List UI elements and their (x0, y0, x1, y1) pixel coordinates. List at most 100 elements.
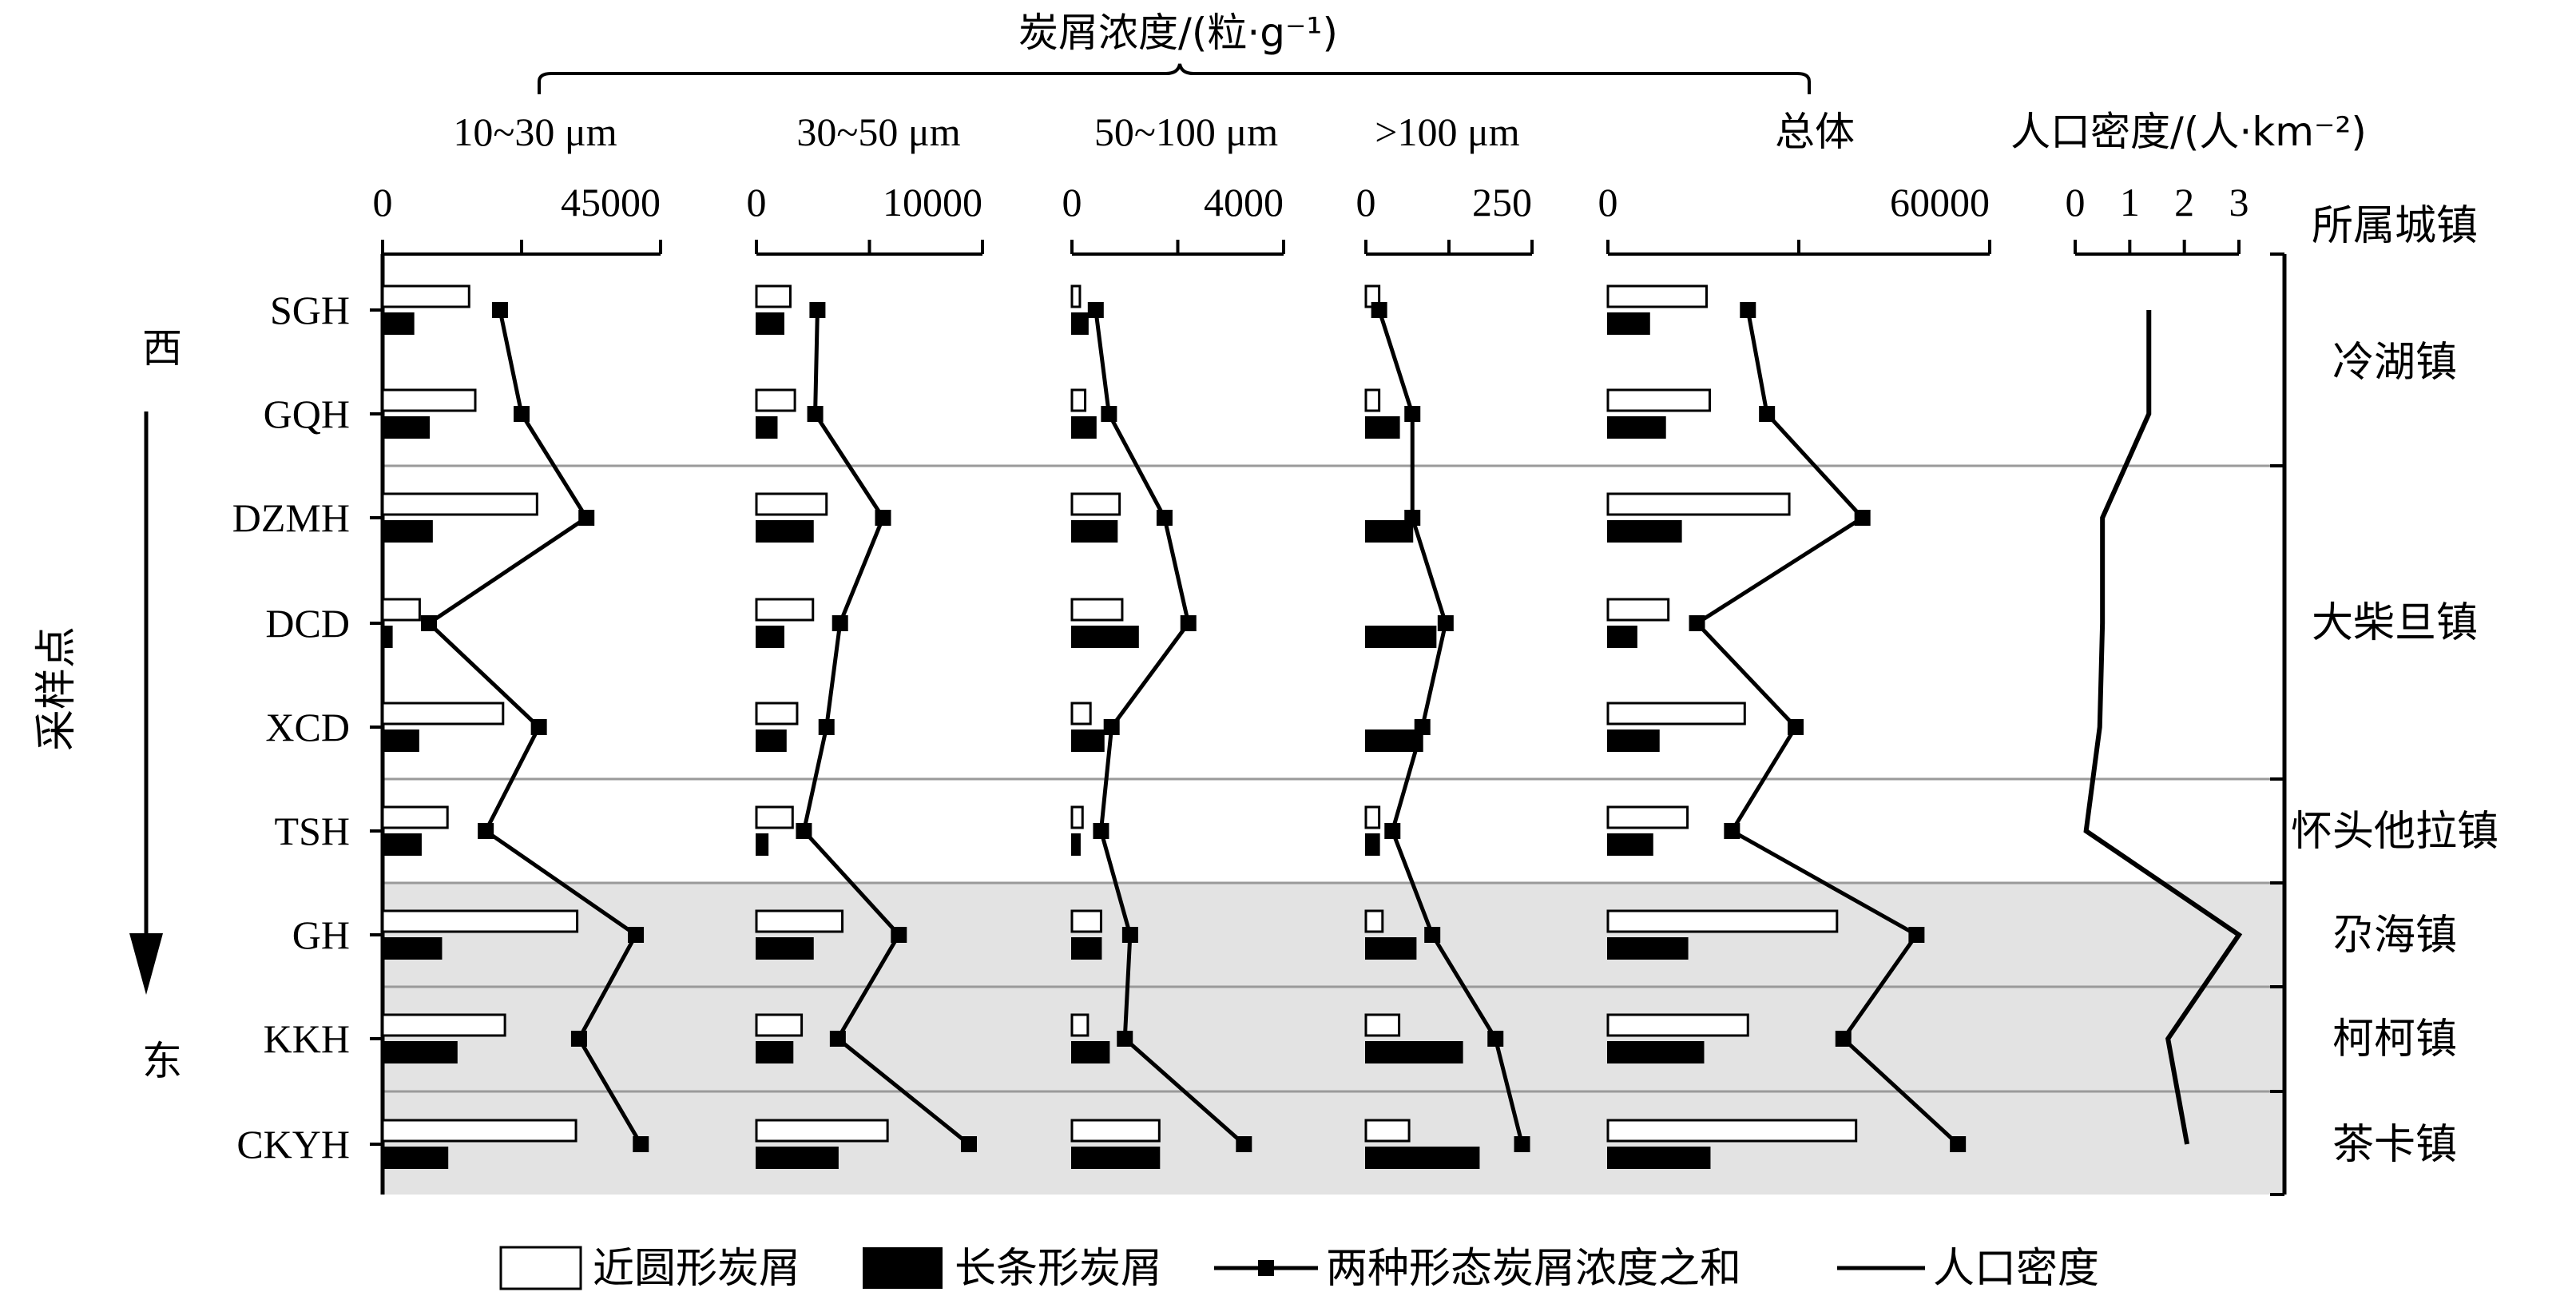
bar-near-round (1070, 1119, 1161, 1143)
sum-marker (570, 1031, 587, 1047)
bar-elongated (1607, 729, 1660, 752)
bar-elongated (756, 729, 787, 752)
town-separator-layer (383, 464, 2284, 1093)
sum-marker (818, 719, 835, 735)
panel-label: 10~30 μm (453, 109, 617, 154)
bar-elongated (756, 937, 814, 960)
sum-marker (514, 406, 530, 422)
legend-label: 两种形态炭屑浓度之和 (1326, 1245, 1741, 1293)
bar-elongated (382, 937, 443, 960)
bar-elongated (382, 1041, 458, 1063)
legend-swatch-filled (863, 1247, 943, 1289)
population-label: 人口密度/(人·km⁻²) (2010, 109, 2367, 155)
shaded-region (383, 883, 2284, 1195)
bar-near-round (381, 492, 538, 516)
bar-near-round (1606, 1013, 1749, 1037)
direction-west: 西 (142, 325, 182, 372)
y-axis-title: 采样点 (33, 626, 81, 751)
bar-elongated (382, 520, 433, 543)
town-name: 柯柯镇 (2332, 1016, 2457, 1063)
bar-elongated (1607, 312, 1650, 335)
direction-east: 东 (142, 1038, 182, 1084)
bar-elongated (1071, 520, 1118, 543)
bar-near-round (381, 805, 449, 829)
bar-near-round (1070, 909, 1102, 933)
sum-marker (633, 1136, 649, 1152)
legend-swatch-hollow (499, 1246, 582, 1290)
bar-near-round (381, 702, 505, 726)
site-label: DCD (265, 601, 350, 646)
bar-elongated (756, 416, 778, 439)
legend: 近圆形炭屑长条形炭屑两种形态炭屑浓度之和人口密度 (499, 1245, 2099, 1293)
bar-elongated (1607, 1041, 1705, 1063)
bar-elongated (756, 626, 784, 648)
bar-near-round (1606, 492, 1791, 516)
sum-marker (1788, 719, 1804, 735)
sum-marker (1759, 406, 1776, 422)
sum-marker (1854, 510, 1871, 526)
population-line (2083, 310, 2243, 1145)
sum-marker (491, 302, 508, 318)
tick-label: 2 (2174, 180, 2194, 225)
bar-near-round (381, 284, 470, 308)
panel-label: >100 μm (1375, 109, 1520, 154)
sum-marker (1908, 927, 1925, 943)
bar-elongated (756, 1041, 794, 1063)
bar-near-round (755, 1119, 889, 1143)
sum-marker (807, 406, 824, 422)
sum-marker (796, 823, 812, 839)
sum-marker (1121, 927, 1138, 943)
bar-elongated (1607, 1147, 1711, 1169)
sum-marker (1093, 823, 1109, 839)
bar-elongated (1365, 1041, 1463, 1063)
bar-near-round (755, 1013, 804, 1037)
tick-label: 0 (373, 180, 393, 225)
sum-marker (1724, 823, 1740, 839)
sum-marker (1101, 406, 1117, 422)
panel: 10~30 μm 0 45000 (370, 109, 662, 1195)
bar-elongated (756, 833, 769, 856)
legend-label: 长条形炭屑 (955, 1245, 1162, 1293)
sum-marker (809, 302, 826, 318)
bar-near-round (381, 598, 421, 622)
bar-near-round (1070, 1013, 1090, 1037)
sum-marker (1835, 1031, 1852, 1047)
town-name: 尕海镇 (2332, 912, 2457, 960)
sum-marker (875, 510, 891, 526)
sum-marker (1087, 302, 1104, 318)
sum-marker (829, 1031, 846, 1047)
bar-near-round (1070, 598, 1124, 622)
tick-label: 10000 (883, 180, 982, 225)
tick-label: 0 (1062, 180, 1082, 225)
title-brace (538, 63, 1811, 94)
tick-label: 45000 (561, 180, 661, 225)
bar-elongated (1607, 937, 1689, 960)
bar-near-round (1364, 388, 1381, 412)
bar-near-round (1070, 284, 1082, 308)
bar-elongated (1365, 626, 1437, 648)
legend-square-marker (1258, 1260, 1274, 1276)
town-name: 茶卡镇 (2332, 1121, 2457, 1169)
sum-marker (478, 823, 494, 839)
sum-marker (961, 1136, 978, 1152)
sum-marker (1950, 1136, 1967, 1152)
bar-near-round (1606, 284, 1708, 308)
bar-elongated (1365, 416, 1400, 439)
sum-marker (1424, 927, 1441, 943)
bar-elongated (1071, 937, 1102, 960)
sum-marker (530, 719, 547, 735)
bar-elongated (1607, 833, 1653, 856)
legend-label: 人口密度 (1933, 1245, 2099, 1293)
sum-marker (1404, 510, 1421, 526)
bar-elongated (756, 520, 814, 543)
sum-marker (1180, 615, 1197, 631)
bar-near-round (1606, 805, 1689, 829)
site-label: CKYH (236, 1122, 350, 1167)
bar-near-round (755, 598, 815, 622)
